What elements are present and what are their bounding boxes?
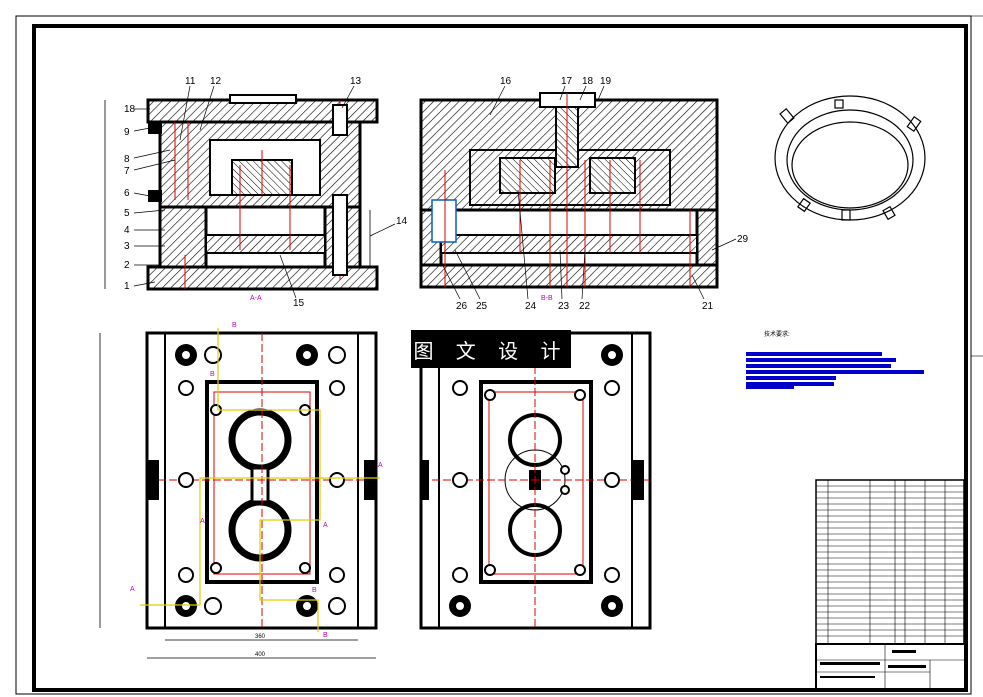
callout-12: 12	[210, 76, 222, 87]
callout-25: 25	[476, 301, 488, 312]
callout-8: 8	[124, 154, 130, 165]
sheet-outer-border	[15, 15, 972, 695]
watermark-banner: 图 文 设 计	[411, 330, 571, 368]
callout-14: 14	[396, 216, 408, 227]
svg-text:B: B	[232, 322, 237, 329]
callout-18-right: 18	[582, 76, 594, 87]
bom-rows	[816, 485, 964, 637]
left-view-callouts: 18 9 8 7 6 5 4 3 2 1 11 12 13 14 15	[124, 76, 408, 309]
callout-1: 1	[124, 281, 130, 292]
svg-text:A: A	[200, 518, 205, 525]
callout-6: 6	[124, 188, 130, 199]
callout-2: 2	[124, 260, 130, 271]
callout-19: 19	[600, 76, 612, 87]
callout-23: 23	[558, 301, 570, 312]
callout-4: 4	[124, 225, 130, 236]
title-block	[815, 643, 967, 691]
callout-21: 21	[702, 301, 714, 312]
callout-17: 17	[561, 76, 573, 87]
callout-7: 7	[124, 166, 130, 177]
right-view-callouts: 16 17 18 19 29 21 22 23 24 25 26	[456, 76, 749, 312]
callout-5: 5	[124, 208, 130, 219]
title-block-scribbles	[820, 662, 926, 678]
callout-22: 22	[579, 301, 591, 312]
technical-requirements-bars	[746, 352, 924, 389]
callout-3: 3	[124, 241, 130, 252]
callout-13: 13	[350, 76, 362, 87]
left-view-leaders	[133, 85, 396, 299]
plan-view-moving-half: 360 400	[99, 331, 378, 659]
callout-18: 18	[124, 104, 136, 115]
dim-outer-width: 400	[255, 652, 266, 658]
callout-9: 9	[124, 127, 130, 138]
svg-text:B: B	[210, 371, 215, 378]
callout-24: 24	[525, 301, 537, 312]
svg-text:A: A	[130, 586, 135, 593]
technical-requirements-title: 技术要求:	[764, 332, 790, 338]
sheet-inner-border	[32, 24, 968, 692]
callout-15: 15	[293, 298, 305, 309]
section-view-aa	[104, 94, 379, 291]
callout-29: 29	[737, 234, 749, 245]
section-view-bb	[419, 92, 719, 289]
dim-inner-width: 360	[255, 634, 266, 640]
bill-of-materials	[815, 479, 965, 645]
svg-text:A: A	[323, 522, 328, 529]
plan-view-fixed-half	[419, 331, 652, 630]
callout-11: 11	[185, 76, 196, 87]
right-view-leaders	[439, 85, 737, 300]
section-label-aa: A-A	[250, 295, 262, 302]
section-label-bb: B-B	[541, 295, 553, 302]
callout-16: 16	[500, 76, 512, 87]
svg-text:B: B	[323, 632, 328, 639]
svg-text:A: A	[378, 462, 383, 469]
svg-text:B: B	[312, 587, 317, 594]
part-isometric-ring	[774, 95, 926, 221]
section-cut-markers	[140, 328, 380, 632]
callout-26: 26	[456, 301, 468, 312]
cut-marker-labels: B B A A A A B B	[130, 322, 383, 639]
